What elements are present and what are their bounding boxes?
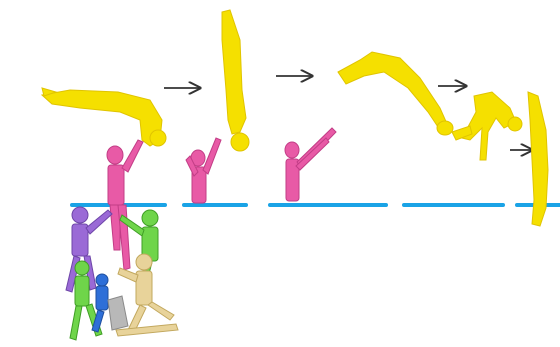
flyer-figure — [338, 52, 453, 135]
frame-3 — [285, 128, 336, 201]
flyer-figure — [42, 88, 166, 146]
frame-1 — [42, 88, 178, 340]
frame-4 — [338, 52, 453, 135]
base-figure-gray — [108, 296, 128, 330]
flyer-figure — [222, 10, 249, 151]
pusher-figure — [285, 128, 336, 201]
frame-2 — [186, 10, 249, 203]
pusher-figure — [186, 138, 221, 203]
